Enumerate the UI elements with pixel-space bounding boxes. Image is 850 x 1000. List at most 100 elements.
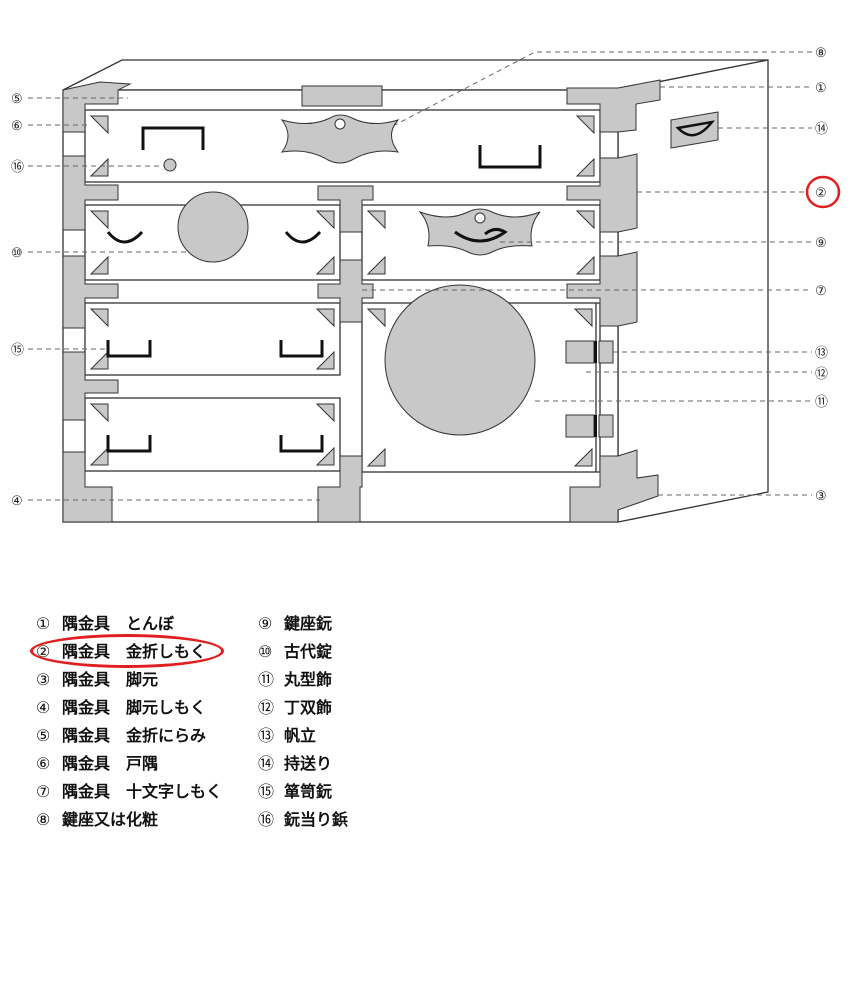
tansu-pull-r4-right [279, 435, 324, 453]
legend-text: 丁双飾 [284, 698, 333, 717]
legend-right-column: ⑨ 鍵座鈨 ⑩ 古代錠 ⑪ 丸型飾 ⑫ 丁双飾 ⑬ 帆立 ⑭ 持送り ⑮ 箪笥鈨 ⑯ 鈨当り鋲 [258, 610, 348, 834]
callout-7: ⑦ [815, 284, 827, 299]
hoban-hinge-top-b [598, 340, 614, 364]
tansu-pull-r4-left [106, 435, 152, 453]
tack-rivet [163, 158, 177, 172]
legend-item-8: ⑧ 鍵座又は化粧 [36, 806, 222, 834]
legend-item-15: ⑮ 箪笥鈨 [258, 778, 348, 806]
keshou-plate [280, 114, 400, 164]
corner-fitting-center-t [317, 185, 374, 233]
legend-num: ⑨ [258, 614, 273, 633]
legend-text: 隅金具 脚元 [62, 670, 159, 689]
callout-12: ⑫ [815, 367, 828, 382]
legend-text: 隅金具 戸隅 [62, 754, 159, 773]
corner-fitting-ashimoto-shimoku [317, 455, 363, 523]
callout-16: ⑯ [11, 160, 24, 175]
kagiza-hole [474, 212, 486, 224]
callout-8: ⑧ [815, 46, 827, 61]
legend-text: 鍵座又は化粧 [62, 810, 159, 829]
legend-num: ⑮ [258, 782, 275, 801]
legend-item-1: ① 隅金具 とんぼ [36, 610, 222, 638]
callout-13: ⑬ [815, 346, 828, 361]
legend-text: 丸型飾 [284, 670, 333, 689]
corner-fitting-kaneori-shimoku [566, 153, 638, 233]
legend-text: 持送り [284, 754, 333, 773]
keshou-hole [334, 118, 346, 130]
corner-fitting-jumonji [317, 259, 374, 323]
legend-item-4: ④ 隅金具 脚元しもく [36, 694, 222, 722]
hoban-hinge-bottom-b [598, 414, 614, 438]
legend-text: 隅金具 脚元しもく [62, 698, 207, 717]
callout-10: ⑩ [11, 246, 23, 261]
legend-num: ⑧ [36, 810, 51, 829]
callout-11: ⑪ [815, 395, 828, 410]
callout-14: ⑭ [815, 122, 828, 137]
legend-text: 隅金具 十文字しもく [62, 782, 223, 801]
legend-text: 鍵座鈨 [284, 614, 333, 633]
halfmoon-pull-left [106, 230, 144, 244]
top-drawer-handle-right [478, 145, 542, 169]
callout-3: ③ [815, 489, 827, 504]
corner-fitting-kaneori-nirami-left [62, 81, 132, 133]
callout-6: ⑥ [11, 119, 23, 134]
legend-num: ⑬ [258, 726, 275, 745]
halfmoon-pull-right [284, 230, 322, 244]
mochiokuri-grip [675, 120, 715, 137]
legend-item-9: ⑨ 鍵座鈨 [258, 610, 348, 638]
legend-num: ⑫ [258, 698, 275, 717]
tansu-pull-r3-left [106, 340, 152, 358]
legend-item-3: ③ 隅金具 脚元 [36, 666, 222, 694]
kagiza-pull [454, 227, 508, 243]
legend-item-10: ⑩ 古代錠 [258, 638, 348, 666]
legend-item-13: ⑬ 帆立 [258, 722, 348, 750]
drawer-row4-left [84, 397, 341, 472]
legend-text: 隅金具 とんぼ [62, 614, 175, 633]
callout-2: ② [815, 186, 827, 201]
legend-num: ⑦ [36, 782, 51, 801]
legend-num: ⑤ [36, 726, 51, 745]
legend-num: ③ [36, 670, 51, 689]
callout-1: ① [815, 81, 827, 96]
callout-9: ⑨ [815, 236, 827, 251]
legend-text: 帆立 [284, 726, 317, 745]
legend-item-12: ⑫ 丁双飾 [258, 694, 348, 722]
legend-num: ⑯ [258, 810, 275, 829]
legend-num: ⑭ [258, 754, 275, 773]
top-drawer-handle-left [141, 126, 205, 150]
drawer-row3-left [84, 302, 341, 376]
corner-fitting-tonbo [566, 79, 661, 133]
tansu-diagram: ⑤ ⑥ ⑯ ⑩ ⑮ ④ ⑧ ① ⑭ ② ⑨ ⑦ ⑬ ⑫ ⑪ ③ [11, 46, 841, 523]
corner-fitting-left-t2 [62, 255, 119, 329]
legend-num: ① [36, 614, 51, 633]
mochiokuri-side-handle [670, 111, 719, 149]
legend-item-14: ⑭ 持送り [258, 750, 348, 778]
legend-item-11: ⑪ 丸型飾 [258, 666, 348, 694]
legend-text: 箪笥鈨 [284, 782, 333, 801]
legend-text: 鈨当り鋲 [284, 810, 349, 829]
marugata-ornament [384, 284, 536, 436]
corner-fitting-ashimoto-right [569, 449, 659, 523]
hinge-bar-bottom [594, 415, 597, 437]
hoban-hinge-top [565, 340, 595, 364]
legend-num: ⑪ [258, 670, 275, 689]
callout-4: ④ [11, 494, 23, 509]
tansu-pull-r3-right [279, 340, 324, 358]
callout-15: ⑮ [11, 343, 24, 358]
hinge-bar-top [594, 341, 597, 363]
highlight-ellipse-legend-2 [30, 634, 224, 668]
legend-num: ⑩ [258, 642, 273, 661]
corner-fitting-left-t3 [62, 351, 119, 421]
legend-item-7: ⑦ 隅金具 十文字しもく [36, 778, 222, 806]
corner-fitting-kaneori-nirami-center [301, 85, 383, 107]
highlight-circle-callout-2 [805, 175, 841, 209]
legend-num: ④ [36, 698, 51, 717]
hoban-hinge-bottom [565, 414, 595, 438]
legend-item-16: ⑯ 鈨当り鋲 [258, 806, 348, 834]
legend-text: 古代錠 [284, 642, 333, 661]
corner-fitting-right-t2 [566, 251, 638, 327]
callout-leaders [28, 51, 812, 501]
kagiza-plate [418, 208, 541, 256]
corner-fitting-ashimoto-left [62, 451, 113, 523]
